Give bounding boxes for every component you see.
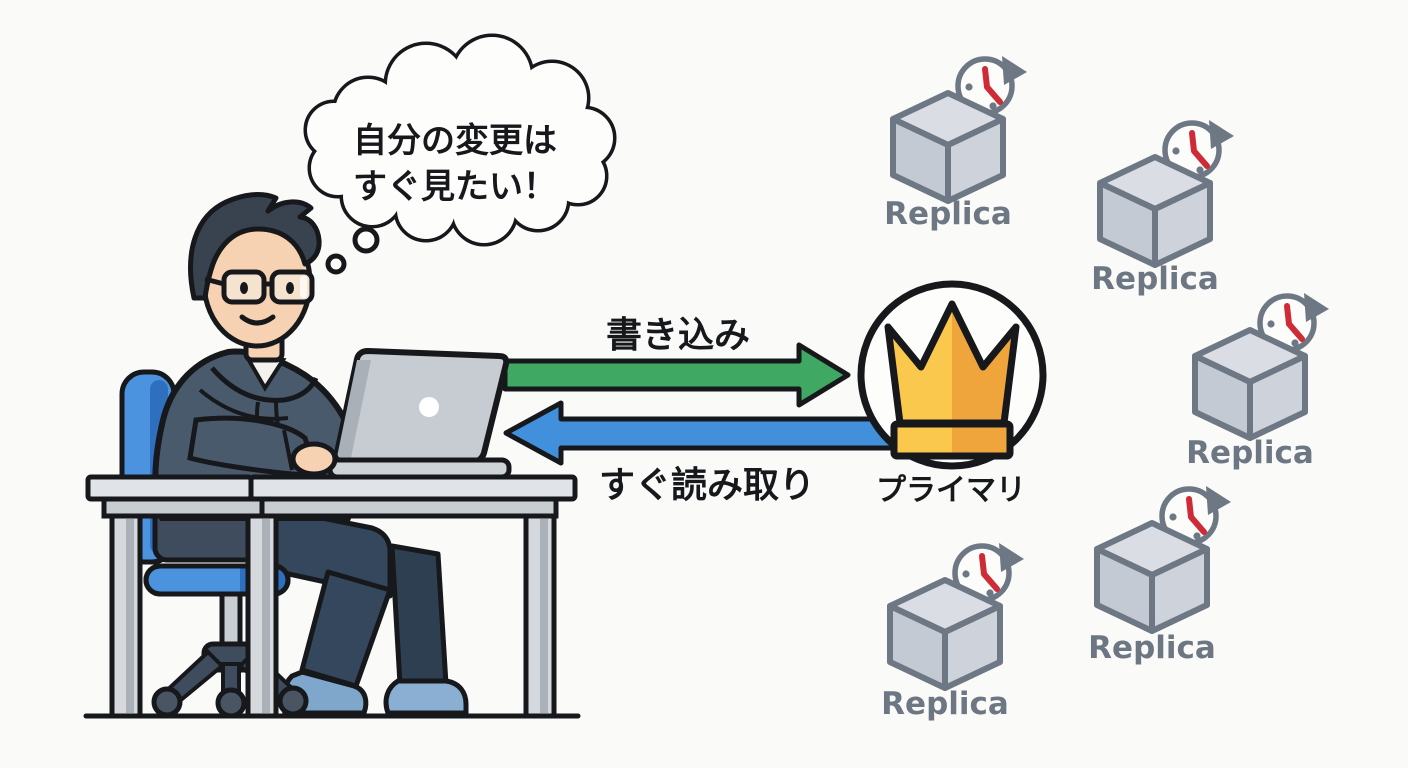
chair-wheel [277, 685, 309, 717]
sleeve-cuff [282, 429, 294, 471]
chair-wheel [151, 686, 183, 718]
replica-node-3: Replica [1186, 293, 1329, 471]
replica-label: Replica [1186, 435, 1314, 471]
thought-bubble: 自分の変更は すぐ見たい！ [303, 33, 617, 275]
hood-fold [210, 366, 319, 403]
laptop-lid-edge [337, 360, 371, 458]
chair-armrest-outline [143, 563, 291, 597]
replica-label: Replica [1088, 630, 1216, 666]
replica-node-2: Replica [1091, 120, 1234, 297]
thought-trail-dot [325, 253, 347, 275]
person-back-shin [389, 543, 449, 687]
desk-leg-shade [540, 519, 548, 713]
person-front-shin [299, 569, 393, 689]
thought-line-1: 自分の変更は [353, 121, 557, 161]
laptop-base [327, 457, 512, 480]
person-back-shoe [383, 678, 469, 716]
person-eye [286, 282, 294, 294]
write-arrow-label: 書き込み [606, 315, 750, 356]
replica-node-5: Replica [1088, 486, 1231, 666]
desk-leg-shade [262, 519, 270, 713]
desk-apron [101, 496, 265, 519]
write-arrow: 書き込み [502, 315, 851, 408]
thought-trail-dot [352, 226, 380, 254]
laptop [327, 347, 512, 480]
read-arrow-shape [503, 400, 908, 466]
desk [85, 474, 578, 719]
primary-node: プライマリ [857, 280, 1047, 508]
office-chair-front [143, 563, 309, 719]
replica-label: Replica [884, 196, 1012, 232]
desk-apron [259, 496, 559, 519]
person-smile [239, 314, 276, 326]
replica-label: Replica [1091, 261, 1219, 297]
person-eye [240, 282, 248, 294]
read-arrow-label: すぐ読み取り [599, 465, 815, 506]
crown-icon [884, 300, 1020, 460]
desk-leg-shade [126, 519, 134, 713]
person-hand [290, 441, 338, 477]
primary-label: プライマリ [876, 473, 1026, 508]
replica-label: Replica [881, 686, 1009, 722]
write-arrow-shape [502, 342, 851, 408]
thought-line-2: すぐ見たい！ [353, 167, 557, 207]
person-hair [188, 192, 322, 301]
desk-top [248, 474, 578, 502]
replica-node-4: Replica [881, 543, 1024, 722]
chair-wheel [215, 687, 247, 719]
laptop-logo [419, 397, 439, 417]
desk-top [85, 474, 254, 502]
replica-node-1: Replica [884, 56, 1027, 232]
